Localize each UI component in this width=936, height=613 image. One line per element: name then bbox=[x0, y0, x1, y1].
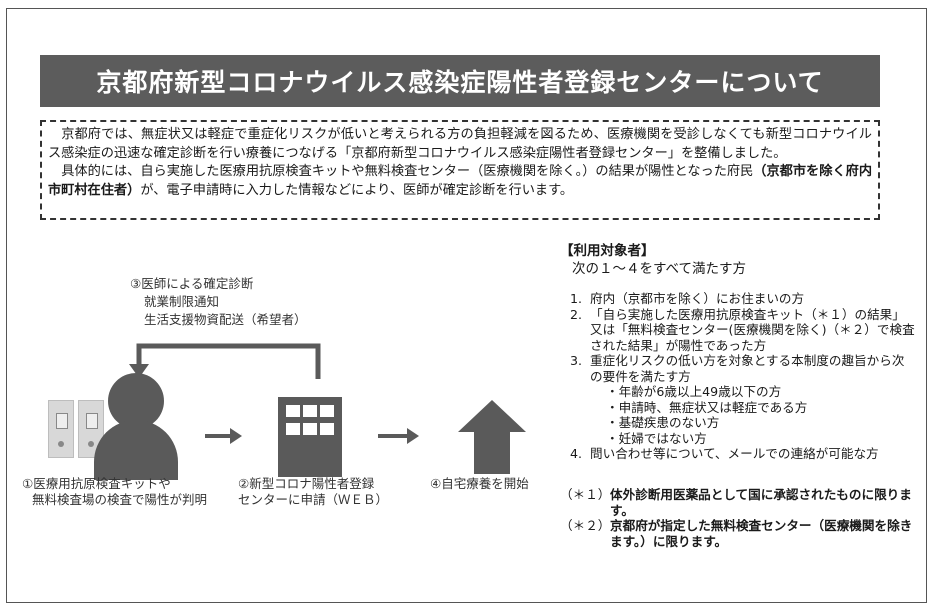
step3-line-2: 就業制限通知 bbox=[144, 294, 220, 309]
step3-line-1: ③医師による確定診断 bbox=[130, 276, 254, 291]
person-icon bbox=[108, 373, 164, 429]
item-number: 2. bbox=[570, 306, 583, 322]
item-number: 3. bbox=[570, 353, 583, 368]
intro-paragraph-2-bold: （京都市を除く府内市町村在住者） bbox=[48, 164, 873, 198]
arrow-head-icon bbox=[407, 428, 419, 444]
step3-line-3: 生活支援物資配送（希望者） bbox=[144, 312, 307, 327]
intro-paragraph-2-a: 具体的には、自ら実施した医療用抗原検査キットや無料検査センター（医療機関を除く。… bbox=[61, 164, 754, 179]
item-number: 1. bbox=[570, 291, 583, 306]
step2-line-1: ②新型コロナ陽性者登録 bbox=[238, 476, 375, 491]
footnote-1: （＊１）体外診断用医薬品として国に承認されたものに限ります。 bbox=[560, 487, 915, 518]
footnote-label: （＊１） bbox=[560, 487, 611, 502]
item-text: 「自ら実施した医療用抗原検査キット（＊１）の結果」又は「無料検査センター(医療機… bbox=[590, 306, 915, 353]
step2-line-2: センターに申請（ＷＥＢ） bbox=[238, 492, 389, 507]
outer-frame bbox=[6, 8, 927, 603]
list-item: 4. 問い合わせ等について、メールでの連絡が可能な方 bbox=[560, 446, 915, 462]
condition-item: ・妊婦ではない方 bbox=[606, 430, 707, 446]
eligibility-list-cont: 4. 問い合わせ等について、メールでの連絡が可能な方 bbox=[560, 446, 915, 462]
building-icon bbox=[278, 397, 342, 477]
footnote-label: （＊２） bbox=[560, 518, 611, 533]
condition-item: ・申請時、無症状又は軽症である方 bbox=[606, 399, 808, 415]
list-item: 2. 「自ら実施した医療用抗原検査キット（＊１）の結果」又は「無料検査センター(医… bbox=[560, 307, 915, 354]
flow-diagram: ③医師による確定診断 就業制限通知 生活支援物資配送（希望者） ①医療用抗原検査… bbox=[22, 276, 529, 507]
person-body-icon bbox=[94, 420, 178, 480]
footnotes: （＊１）体外診断用医薬品として国に承認されたものに限ります。 （＊２）京都府が指… bbox=[560, 487, 915, 549]
intro-box: 京都府では、無症状又は軽症で重症化リスクが低いと考えられる方の負担軽減を図るため… bbox=[40, 120, 880, 220]
item-text: 府内（京都市を除く）にお住まいの方 bbox=[590, 291, 805, 306]
house-body-icon bbox=[474, 430, 510, 474]
step4-caption: ④自宅療養を開始 bbox=[430, 476, 529, 491]
eligibility-subheader: 次の１～４をすべて満たす方 bbox=[572, 260, 747, 277]
test-kit-icon bbox=[48, 400, 74, 458]
eligibility-list: 1. 府内（京都市を除く）にお住まいの方 2. 「自ら実施した医療用抗原検査キット（… bbox=[560, 291, 915, 384]
eligibility-section: 【利用対象者】 次の１～４をすべて満たす方 1. 府内（京都市を除く）にお住まいの… bbox=[560, 243, 915, 462]
list-item: 1. 府内（京都市を除く）にお住まいの方 bbox=[560, 291, 915, 307]
intro-paragraph-2-b: が、電子申請時に入力した情報などにより、医師が確定診断を行います。 bbox=[140, 182, 574, 198]
item-text: 問い合わせ等について、メールでの連絡が可能な方 bbox=[590, 446, 879, 461]
eligibility-header: 【利用対象者】 bbox=[560, 243, 655, 259]
item-text: 重症化リスクの低い方を対象とする本制度の趣旨から次の要件を満たす方 bbox=[590, 353, 905, 384]
footnote-2: （＊２）京都府が指定した無料検査センター（医療機関を除きます。）に限ります。 bbox=[560, 518, 915, 549]
footnote-text: 京都府が指定した無料検査センター（医療機関を除きます。）に限ります。 bbox=[610, 518, 913, 549]
return-arrow-icon bbox=[129, 343, 321, 379]
intro-paragraph-1: 京都府では、無症状又は軽症で重症化リスクが低いと考えられる方の負担軽減を図るため… bbox=[48, 127, 872, 161]
footnote-text: 体外診断用医薬品として国に承認されたものに限ります。 bbox=[610, 487, 912, 518]
item-number: 4. bbox=[570, 446, 583, 461]
arrow-icon bbox=[205, 434, 231, 438]
page-title: 京都府新型コロナウイルス感染症陽性者登録センターについて bbox=[40, 55, 880, 107]
list-item: 3. 重症化リスクの低い方を対象とする本制度の趣旨から次の要件を満たす方 bbox=[560, 353, 915, 384]
step1-line-2: 無料検査場の検査で陽性が判明 bbox=[32, 492, 208, 507]
step1-line-1: ①医療用抗原検査キットや bbox=[22, 476, 171, 491]
condition-list: ・年齢が6歳以上49歳以下の方 ・申請時、無症状又は軽症である方 ・基礎疾患のな… bbox=[560, 384, 915, 446]
condition-item: ・基礎疾患のない方 bbox=[606, 415, 720, 430]
intro-paragraph-2: 具体的には、自ら実施した医療用抗原検査キットや無料検査センター（医療機関を除く。… bbox=[48, 163, 872, 200]
condition-item: ・年齢が6歳以上49歳以下の方 bbox=[606, 384, 782, 399]
arrow-head-icon bbox=[230, 428, 242, 444]
arrow-icon bbox=[378, 434, 408, 438]
house-icon bbox=[458, 400, 526, 432]
